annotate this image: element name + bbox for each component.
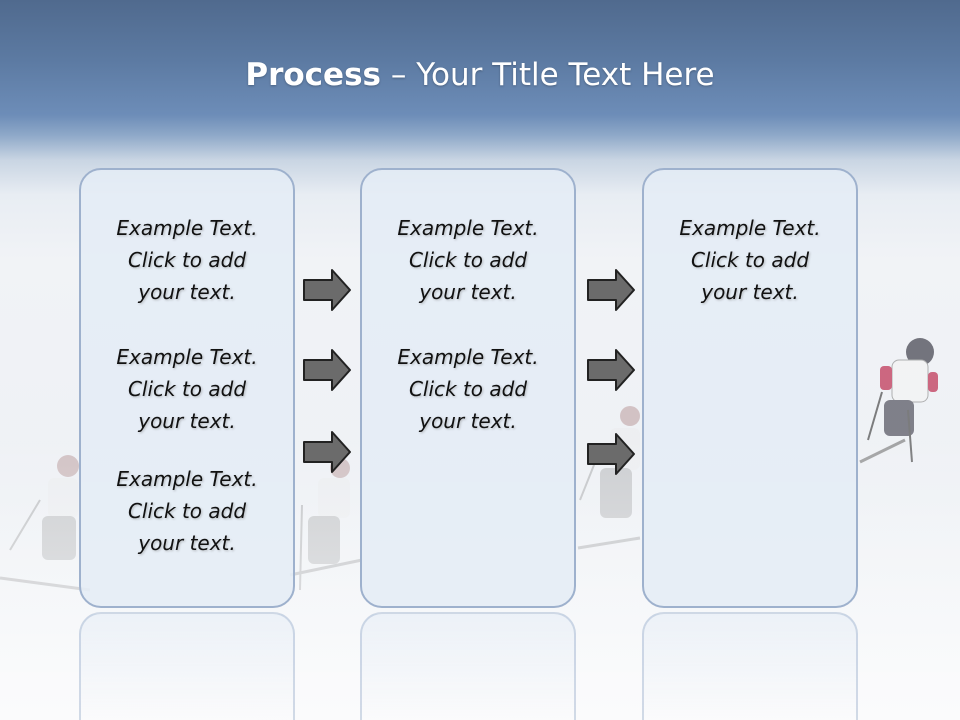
- right-arrow-icon[interactable]: [586, 268, 636, 312]
- text-line: Example Text.: [679, 216, 821, 240]
- slide-title[interactable]: Process – Your Title Text Here: [0, 55, 960, 95]
- right-arrow-icon[interactable]: [302, 430, 352, 474]
- right-arrow-icon[interactable]: [586, 432, 636, 476]
- box-reflection-2: [360, 612, 576, 720]
- text-line: Example Text.: [116, 216, 258, 240]
- text-block[interactable]: Example Text. Click to add your text.: [362, 341, 574, 437]
- box-reflection-1: [79, 612, 295, 720]
- text-line: Click to add: [127, 248, 247, 272]
- text-block[interactable]: Example Text. Click to add your text.: [362, 212, 574, 308]
- text-block[interactable]: Example Text. Click to add your text.: [81, 341, 293, 437]
- box-reflection-3: [642, 612, 858, 720]
- right-arrow-icon[interactable]: [586, 348, 636, 392]
- text-line: your text.: [419, 409, 517, 433]
- text-line: Example Text.: [397, 216, 539, 240]
- right-arrow-icon[interactable]: [302, 268, 352, 312]
- text-line: Example Text.: [397, 345, 539, 369]
- text-line: Example Text.: [116, 467, 258, 491]
- text-line: Click to add: [408, 377, 528, 401]
- text-line: your text.: [419, 280, 517, 304]
- text-line: your text.: [138, 531, 236, 555]
- text-block[interactable]: Example Text. Click to add your text.: [81, 463, 293, 559]
- text-line: your text.: [701, 280, 799, 304]
- text-line: your text.: [138, 409, 236, 433]
- process-box-3[interactable]: Example Text. Click to add your text.: [642, 168, 858, 608]
- text-line: Example Text.: [116, 345, 258, 369]
- text-line: Click to add: [408, 248, 528, 272]
- text-block[interactable]: Example Text. Click to add your text.: [81, 212, 293, 308]
- text-line: your text.: [138, 280, 236, 304]
- process-box-2[interactable]: Example Text. Click to add your text. Ex…: [360, 168, 576, 608]
- text-line: Click to add: [690, 248, 810, 272]
- text-line: Click to add: [127, 377, 247, 401]
- process-box-1[interactable]: Example Text. Click to add your text. Ex…: [79, 168, 295, 608]
- title-bold: Process: [245, 57, 381, 93]
- text-block[interactable]: Example Text. Click to add your text.: [644, 212, 856, 308]
- title-rest: – Your Title Text Here: [381, 57, 715, 93]
- right-arrow-icon[interactable]: [302, 348, 352, 392]
- text-line: Click to add: [127, 499, 247, 523]
